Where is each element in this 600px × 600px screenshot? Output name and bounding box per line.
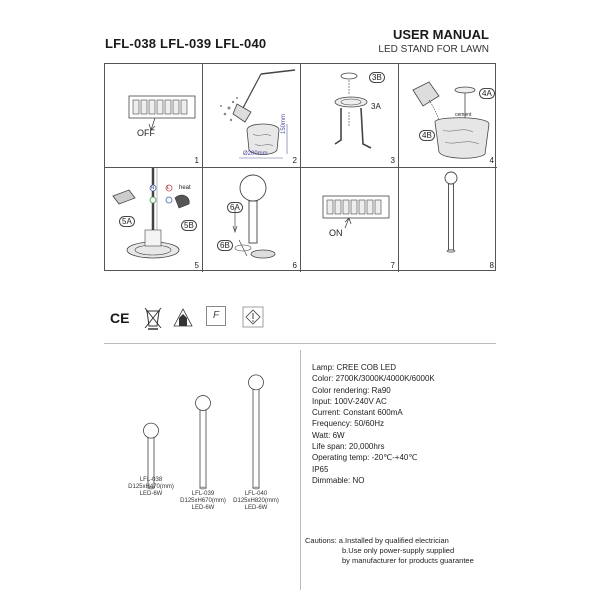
on-label: ON xyxy=(329,228,343,238)
cement-label: cement xyxy=(455,112,472,118)
live-terminal-label: L xyxy=(167,185,170,190)
lamp-globe xyxy=(195,395,211,411)
product-size: D125xH470(mm) xyxy=(128,484,174,490)
caution-line-b: b.Use only power-supply supplied xyxy=(342,546,455,555)
lamp-base xyxy=(147,486,155,490)
model-numbers: LFL-038 LFL-039 LFL-040 xyxy=(105,36,267,51)
breaker-off-illustration xyxy=(128,95,196,131)
section-divider xyxy=(104,343,496,344)
product-model: LFL-038 xyxy=(139,477,163,483)
step-5a-label: 5A xyxy=(119,216,135,227)
step-6a-label: 6A xyxy=(227,202,243,213)
spec-line: Color: 2700K/3000K/4000K/6000K xyxy=(312,374,435,384)
step-7: 7 ON 7 xyxy=(301,168,399,272)
step-number: 8 xyxy=(489,261,494,270)
off-label: OFF xyxy=(137,128,155,138)
spec-list: Lamp: CREE COB LED Color: 2700K/3000K/400… xyxy=(312,362,435,486)
step-6b-label: 6B xyxy=(217,240,233,251)
ce-mark-icon: CE xyxy=(110,310,130,326)
indoor-house-icon xyxy=(173,308,193,327)
manual-title: USER MANUAL xyxy=(392,27,489,42)
caution-line-a: Cautions: a.Installed by qualified elect… xyxy=(305,536,449,545)
certification-marks: CE F xyxy=(110,306,270,332)
hole-diameter-label: Ø200mm xyxy=(243,151,268,157)
spec-line: Operating temp: -20℃-+40℃ xyxy=(312,453,418,463)
f-mark-icon: F xyxy=(206,306,226,326)
step-number: 2 xyxy=(292,156,297,165)
step-number: 5 xyxy=(194,261,199,270)
spec-line: Dimmable: NO xyxy=(312,475,365,485)
product-model: LFL-040 xyxy=(244,491,268,497)
lamp-base xyxy=(199,486,207,490)
f-mark-text: F xyxy=(213,310,220,321)
spec-line: IP65 xyxy=(312,464,329,474)
caution-line-c: by manufacturer for products guarantee xyxy=(342,556,474,565)
step-2: Ø200mm 150mm 2 xyxy=(203,64,301,168)
spec-line: Life span: 20,000hrs xyxy=(312,442,385,452)
step-4a-label: 4A xyxy=(479,88,495,99)
product-size: D125xH670(mm) xyxy=(180,498,226,504)
step-8: 8 xyxy=(399,168,497,272)
pour-cement-illustration xyxy=(412,81,490,159)
heat-label: heat xyxy=(179,185,191,191)
step-number: 6 xyxy=(292,261,297,270)
lamp-base xyxy=(252,486,260,490)
assemble-lamp-illustration xyxy=(232,174,276,259)
wiring-illustration xyxy=(112,168,190,259)
product-size: D125xH820(mm) xyxy=(233,498,279,504)
lamp-globe xyxy=(143,422,159,439)
step-3: 3B 3A 3 xyxy=(301,64,399,168)
spec-line: Lamp: CREE COB LED xyxy=(312,363,397,372)
column-divider xyxy=(300,350,301,590)
breaker-on-illustration xyxy=(322,195,390,229)
dig-hole-illustration xyxy=(220,69,296,159)
manual-subtitle: LED STAND FOR LAWN xyxy=(378,44,489,55)
step-5: N L heat 5A 5B 5 xyxy=(105,168,203,272)
step-6: 6A 6B 6 xyxy=(203,168,301,272)
step-number: 3 xyxy=(390,156,395,165)
spec-line: Frequency: 50/60Hz xyxy=(312,419,385,429)
step-3b-label: 3B xyxy=(369,72,385,83)
step-number: 7 xyxy=(390,261,395,270)
protection-class-icon xyxy=(242,306,264,328)
finished-lamp-illustration xyxy=(444,171,458,253)
step-number: 4 xyxy=(489,156,494,165)
spec-line: Color rendering: Ra90 xyxy=(312,385,391,395)
lamp-globe xyxy=(248,374,264,391)
spec-line: Input: 100V-240V AC xyxy=(312,396,387,406)
spec-line: Current: Constant 600mA xyxy=(312,408,403,418)
step-4: 4A 4B cement 4 xyxy=(399,64,497,168)
step-5b-label: 5B xyxy=(181,220,197,231)
step-number: 1 xyxy=(194,156,199,165)
step-1: OFF 1 xyxy=(105,64,203,168)
product-model: LFL-039 xyxy=(191,491,215,497)
product-lamps xyxy=(143,374,264,490)
step-3a-label: 3A xyxy=(371,102,381,111)
product-power: LED-6W xyxy=(191,505,215,511)
product-power: LED-6W xyxy=(139,491,163,497)
step-4b-label: 4B xyxy=(419,130,435,141)
spec-line: Watt: 6W xyxy=(312,430,345,440)
neutral-terminal-label: N xyxy=(151,185,155,190)
product-power: LED-6W xyxy=(244,505,268,511)
weee-bin-icon xyxy=(144,307,162,330)
installation-steps-grid: OFF 1 Ø200mm 150mm 2 xyxy=(104,63,497,272)
cautions-block: Cautions: a.Installed by qualified elect… xyxy=(305,536,474,566)
mount-bracket-illustration xyxy=(334,72,372,149)
